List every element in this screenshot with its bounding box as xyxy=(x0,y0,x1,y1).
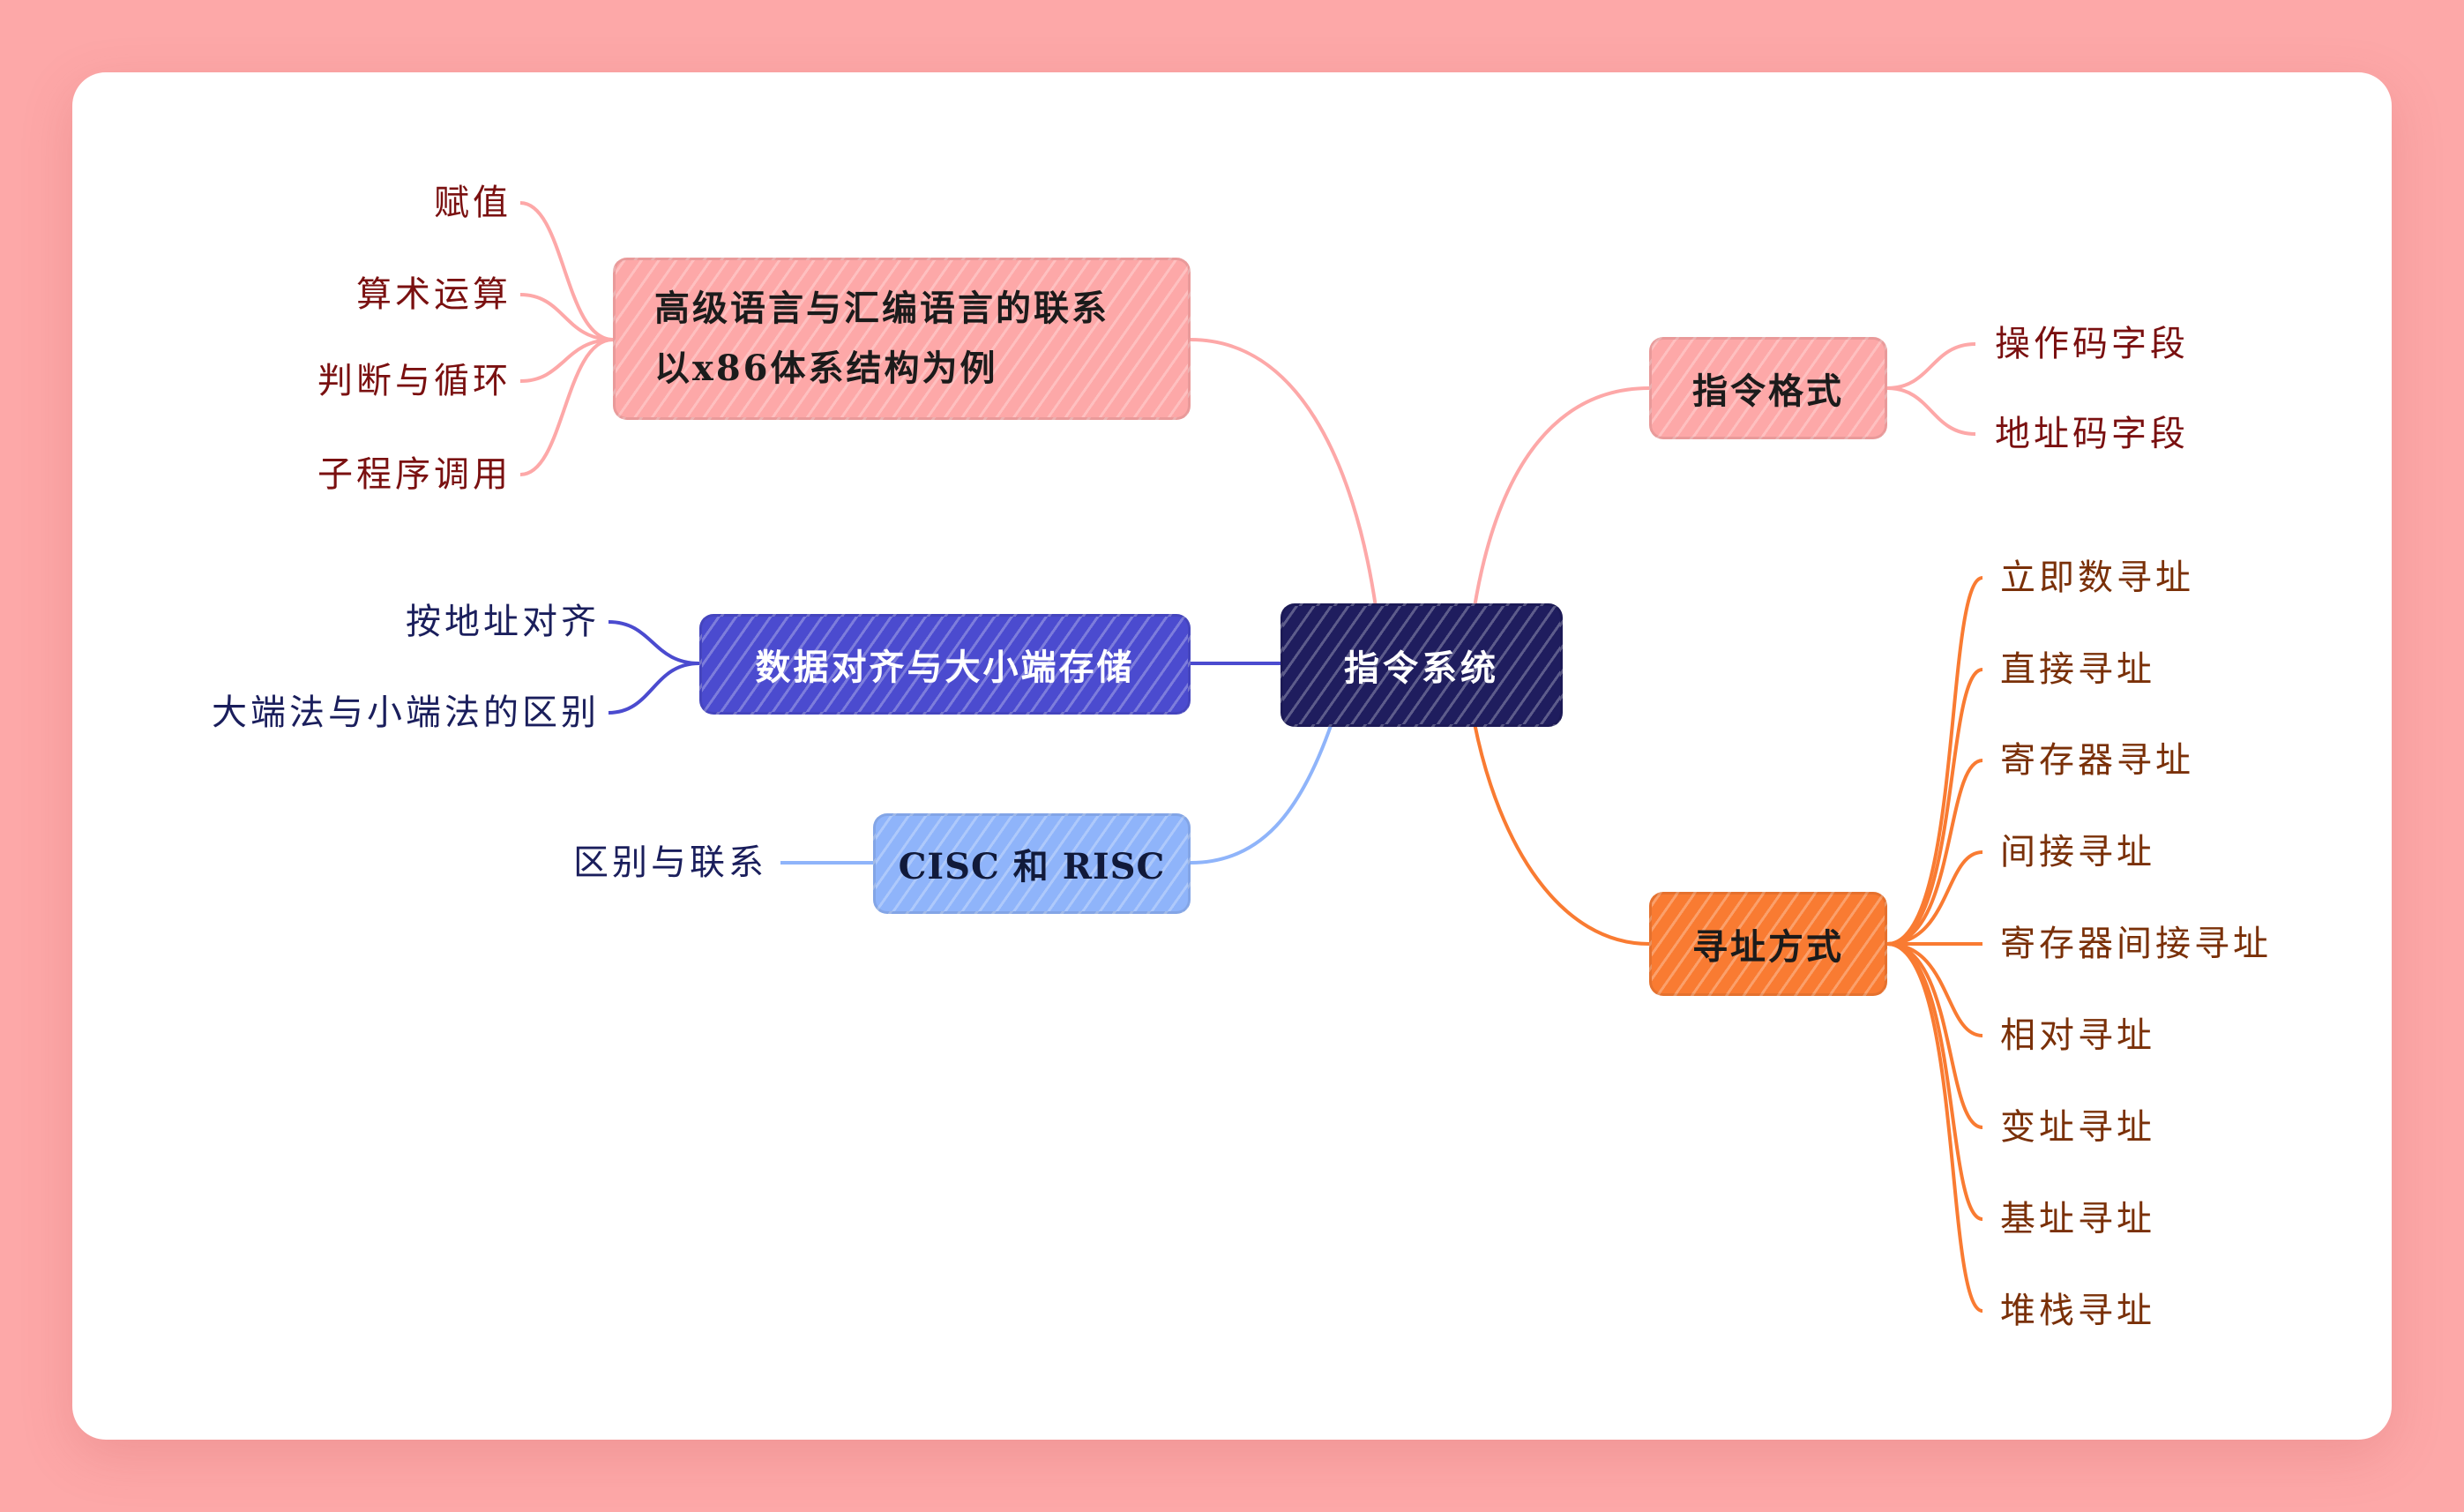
leaf-format-1[interactable]: 地址码字段 xyxy=(1995,414,2189,454)
link-addr-1 xyxy=(1886,668,1983,946)
leaf-addr-1[interactable]: 直接寻址 xyxy=(2000,649,2155,690)
leaf-addr-5[interactable]: 相对寻址 xyxy=(2000,1015,2155,1056)
branch-align-label: 数据对齐与大小端存储 xyxy=(755,647,1135,688)
branch-hll-line1: 高级语言与汇编语言的联系 xyxy=(654,288,1109,329)
leaf-addr-4[interactable]: 寄存器间接寻址 xyxy=(2000,924,2272,964)
leaf-hll-0[interactable]: 赋值 xyxy=(434,183,511,223)
leaf-align-1[interactable]: 大端法与小端法的区别 xyxy=(212,692,600,733)
branch-format-label: 指令格式 xyxy=(1692,371,1844,412)
canvas-card xyxy=(72,72,2392,1440)
branch-cisc-node[interactable]: CISC 和 RISC xyxy=(873,813,1191,914)
leaf-addr-8[interactable]: 堆栈寻址 xyxy=(2000,1291,2155,1331)
branch-addressing-node[interactable]: 寻址方式 xyxy=(1649,892,1887,996)
link-addr-0 xyxy=(1886,576,1983,946)
leaf-addr-0[interactable]: 立即数寻址 xyxy=(2000,558,2194,598)
leaf-align-0[interactable]: 按地址对齐 xyxy=(406,602,600,642)
link-root-addressing xyxy=(1473,722,1650,946)
link-format-0 xyxy=(1886,342,1976,390)
link-addr-2 xyxy=(1886,759,1983,946)
link-hll-1 xyxy=(519,293,614,341)
link-addr-7 xyxy=(1886,942,1983,1221)
leaf-hll-1[interactable]: 算术运算 xyxy=(356,274,511,315)
link-root-cisc xyxy=(1190,722,1333,865)
link-hll-3 xyxy=(519,338,614,476)
leaf-addr-7[interactable]: 基址寻址 xyxy=(2000,1199,2155,1239)
link-addr-3 xyxy=(1886,850,1983,946)
link-hll-0 xyxy=(519,201,614,341)
leaf-hll-2[interactable]: 判断与循环 xyxy=(317,361,511,401)
leaf-cisc-0[interactable]: 区别与联系 xyxy=(573,842,767,883)
branch-hll-node[interactable]: 高级语言与汇编语言的联系 以x86体系结构为例 xyxy=(613,258,1191,420)
link-addr-6 xyxy=(1886,942,1983,1129)
link-hll-2 xyxy=(519,338,614,383)
leaf-addr-6[interactable]: 变址寻址 xyxy=(2000,1107,2155,1148)
branch-hll-line2: 以x86体系结构为例 xyxy=(654,348,998,389)
branch-format-node[interactable]: 指令格式 xyxy=(1649,337,1887,439)
branch-align-node[interactable]: 数据对齐与大小端存储 xyxy=(699,614,1191,715)
leaf-hll-3[interactable]: 子程序调用 xyxy=(317,454,511,495)
link-addr-8 xyxy=(1886,942,1983,1313)
leaf-addr-3[interactable]: 间接寻址 xyxy=(2000,832,2155,872)
branch-addressing-label: 寻址方式 xyxy=(1692,926,1844,968)
branch-cisc-label: CISC 和 RISC xyxy=(898,846,1166,887)
root-label: 指令系统 xyxy=(1344,647,1499,689)
link-root-hll xyxy=(1190,338,1378,608)
link-root-format xyxy=(1473,386,1650,608)
link-align-1 xyxy=(608,662,700,715)
link-addr-5 xyxy=(1886,942,1983,1037)
link-align-0 xyxy=(608,620,700,665)
leaf-format-0[interactable]: 操作码字段 xyxy=(1995,324,2189,364)
link-format-1 xyxy=(1886,386,1976,436)
leaf-addr-2[interactable]: 寄存器寻址 xyxy=(2000,740,2194,781)
root-node[interactable]: 指令系统 xyxy=(1281,603,1563,727)
